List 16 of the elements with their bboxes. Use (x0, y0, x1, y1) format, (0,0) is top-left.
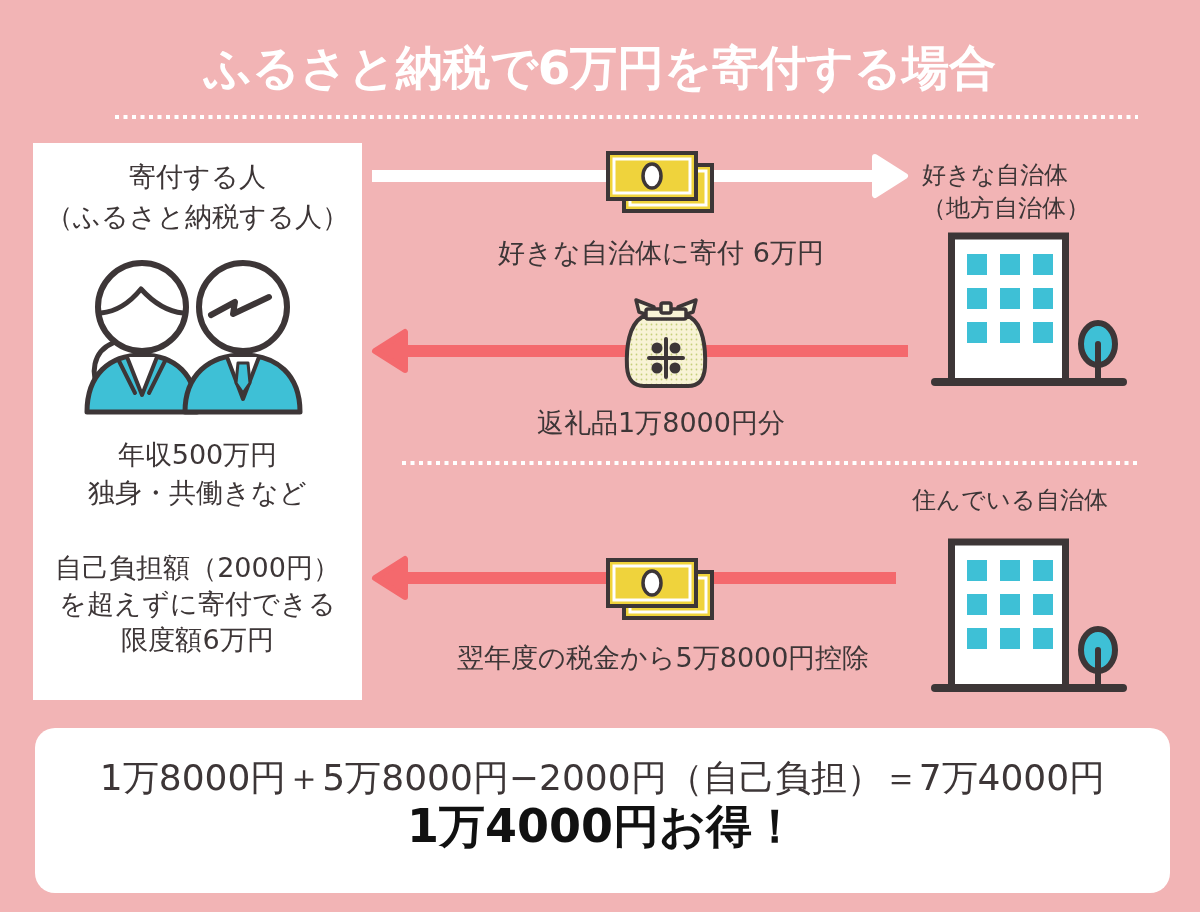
summary-box (35, 728, 1170, 893)
heading: 寄付する人（ふるさと納税する人） (45, 160, 350, 234)
edge-label: 返礼品1万8000円分 (537, 406, 785, 440)
edge-label: 翌年度の税金から5万8000円控除 (456, 641, 870, 675)
result-text: 1万4000円お得！ (407, 798, 798, 854)
heading: 住んでいる自治体 (912, 485, 1108, 516)
arrow (372, 154, 908, 198)
info-panel (33, 143, 362, 700)
heading: 好きな自治体（地方自治体） (922, 160, 1091, 224)
body-text: 自己負担額（2000円）を超えずに寄付できる限度額6万円 (54, 551, 341, 657)
title: ふるさと納税で6万円を寄付する場合 (203, 40, 997, 96)
body-text: 独身・共働きなど (88, 476, 307, 510)
equation-text: 1万8000円＋5万8000円−2000円（自己負担）＝7万4000円 (99, 758, 1106, 798)
arrow (372, 329, 908, 373)
body-text: 年収500万円 (117, 438, 278, 472)
edge-label: 好きな自治体に寄付 6万円 (498, 236, 824, 270)
